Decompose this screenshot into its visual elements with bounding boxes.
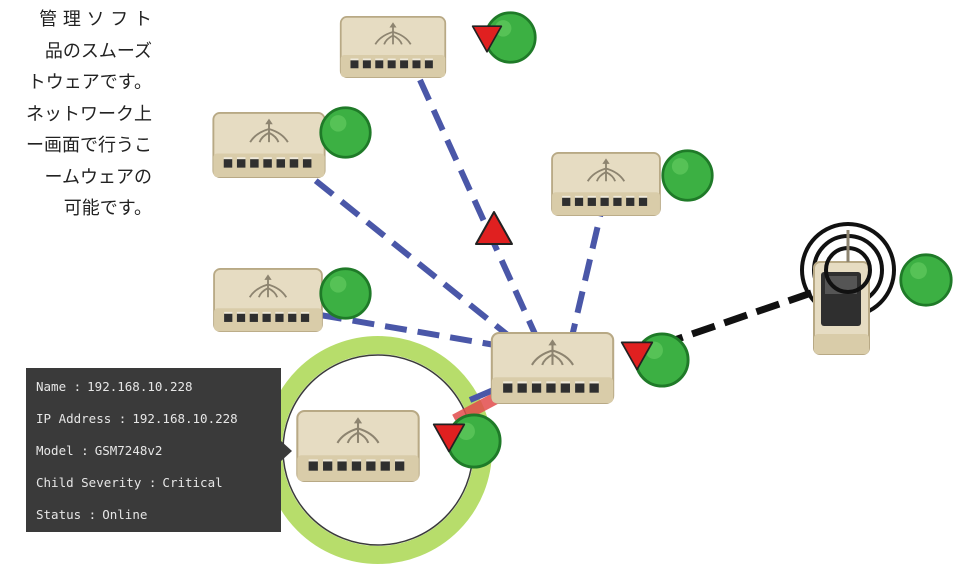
network-switch-icon[interactable] [551, 152, 661, 216]
info-label: Child Severity : [36, 475, 157, 490]
green-status-dot-icon [319, 267, 372, 320]
green-status-dot-icon [319, 106, 372, 159]
link-normal [288, 157, 522, 348]
description-text: 管 理 ソ フ ト 品のスムーズ トウェアです。 ネットワーク上 ー画面で行うこ… [0, 0, 152, 225]
network-switch-icon[interactable] [490, 332, 615, 404]
description-line: 可能です。 [63, 198, 152, 219]
green-status-dot-icon [661, 149, 714, 202]
description-line: ームウェアの [44, 166, 152, 188]
device-info-tooltip: Name : 192.168.10.228 IP Address : 192.168… [26, 368, 281, 532]
network-switch-icon[interactable] [213, 268, 323, 332]
info-value: Critical [162, 475, 223, 490]
link-normal [417, 78, 543, 347]
info-value: 192.168.10.228 [132, 411, 238, 426]
info-label: Model : [36, 443, 89, 458]
info-row-name: Name : 192.168.10.228 [36, 379, 193, 394]
info-label: Status : [36, 507, 97, 522]
info-label: IP Address : [36, 411, 127, 426]
link-normal [567, 194, 608, 346]
info-value: GSM7248v2 [94, 443, 163, 458]
info-row-severity: Child Severity : Critical [36, 475, 223, 490]
description-line: トウェアです。 [27, 72, 152, 93]
tooltip-pointer [281, 441, 292, 461]
network-switch-icon[interactable] [212, 112, 326, 178]
info-label: Name : [36, 379, 82, 394]
link-wireless [658, 286, 822, 349]
description-line: 管 理 ソ フ ト [39, 9, 152, 30]
info-row-status: Status : Online [36, 507, 147, 522]
network-switch-icon[interactable] [296, 410, 420, 482]
green-status-dot-icon [899, 253, 953, 307]
description-line: ネットワーク上 [26, 103, 152, 125]
info-value: Online [102, 507, 148, 522]
network-switch-icon[interactable] [339, 16, 447, 78]
info-row-model: Model : GSM7248v2 [36, 443, 162, 458]
description-line: ー画面で行うこ [26, 135, 152, 156]
wireless-access-point-icon[interactable] [800, 222, 896, 355]
info-value: 192.168.10.228 [87, 379, 193, 394]
info-row-ip: IP Address : 192.168.10.228 [36, 411, 238, 426]
link-normal [319, 312, 496, 348]
description-line: 品のスムーズ [44, 40, 152, 62]
